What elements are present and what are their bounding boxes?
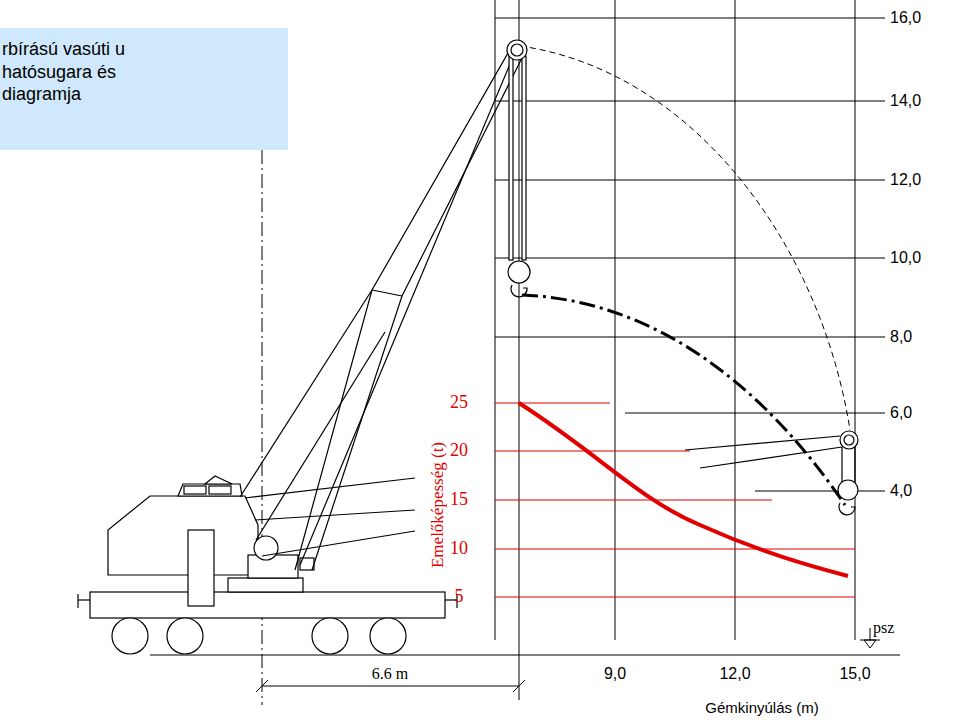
height-tick: 16,0 <box>890 9 921 27</box>
reach-tick: 9,0 <box>604 665 626 683</box>
height-tick: 14,0 <box>890 92 921 110</box>
title-text: rbírású vasúti u hatósugara és diagramja <box>2 38 138 106</box>
height-tick: 6,0 <box>890 404 912 422</box>
height-tick: 4,0 <box>890 482 912 500</box>
reach-tick: 12,0 <box>719 665 750 683</box>
reach-axis-title: Gémkinyúlás (m) <box>705 700 818 717</box>
capacity-tick: 25 <box>450 393 468 413</box>
height-tick: 10,0 <box>890 249 921 267</box>
ground-level-label: psz <box>873 619 894 637</box>
dimension-label: 6.6 m <box>372 665 408 683</box>
capacity-tick: 5 <box>455 587 464 607</box>
capacity-axis-title: Emelőképesség (t) <box>429 442 448 568</box>
capacity-tick: 20 <box>450 441 468 461</box>
height-tick: 12,0 <box>890 171 921 189</box>
capacity-tick: 10 <box>450 539 468 559</box>
capacity-tick: 15 <box>450 490 468 510</box>
height-tick: 8,0 <box>890 328 912 346</box>
reach-tick: 15,0 <box>839 665 870 683</box>
title-box: rbírású vasúti u hatósugara és diagramja <box>0 28 288 150</box>
